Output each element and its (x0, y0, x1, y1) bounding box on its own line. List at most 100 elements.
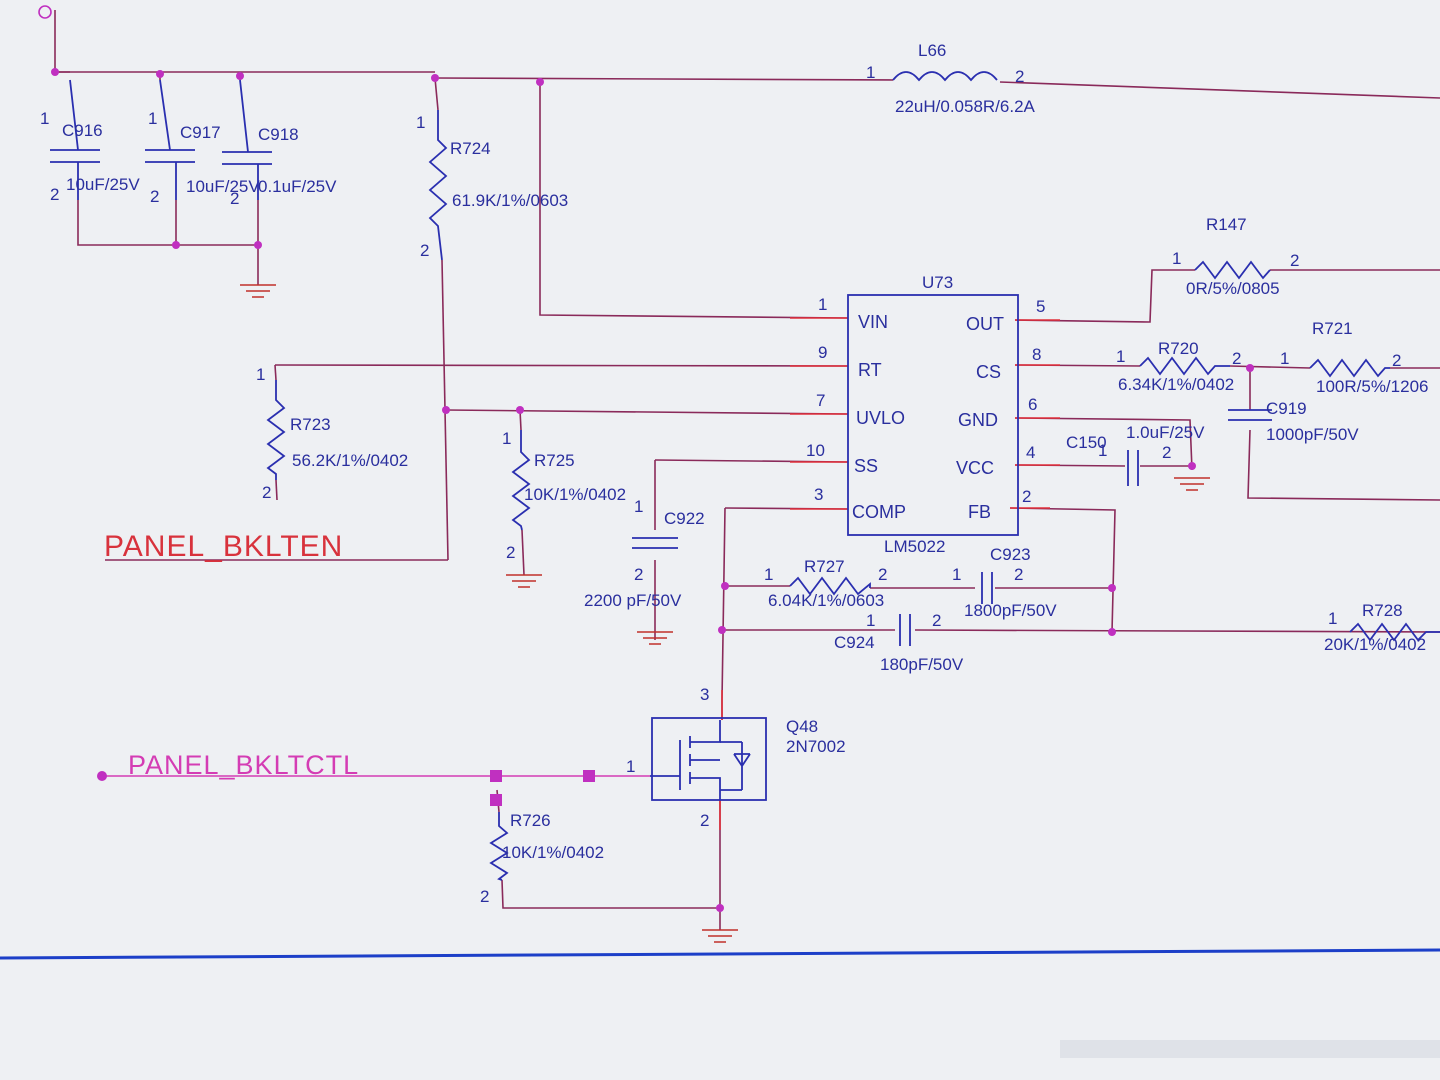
ic-pin-num-vin: 1 (818, 295, 827, 314)
c923-ref: C923 (990, 545, 1031, 564)
r724-pin1: 1 (416, 113, 425, 132)
ic-pin-name-ss: SS (854, 456, 878, 476)
resistor-R727[interactable]: R727 1 2 6.04K/1%/0603 (764, 557, 887, 610)
ic-pin-num-fb: 2 (1022, 487, 1031, 506)
ic-pin-num-out: 5 (1036, 297, 1045, 316)
r721-ref: R721 (1312, 319, 1353, 338)
r721-pin1: 1 (1280, 349, 1289, 368)
c924-ref: C924 (834, 633, 875, 652)
c916-pin2: 2 (50, 185, 59, 204)
c150-value: 1.0uF/25V (1126, 423, 1205, 442)
ic-U73[interactable]: U73 LM5022 1 VIN 9 RT 7 UVLO 10 SS 3 COM… (806, 273, 1045, 556)
r727-pin1: 1 (764, 565, 773, 584)
capacitor-C916[interactable]: C916 1 2 10uF/25V (40, 79, 140, 204)
resistor-R723[interactable]: R723 1 2 56.2K/1%/0402 (256, 365, 408, 502)
c919-value: 1000pF/50V (1266, 425, 1359, 444)
wires (54, 10, 1440, 930)
ic-pin-name-gnd: GND (958, 410, 998, 430)
r721-value: 100R/5%/1206 (1316, 377, 1428, 396)
status-strip (1060, 1040, 1440, 1058)
ic-pin-name-vcc: VCC (956, 458, 994, 478)
c916-pin1: 1 (40, 109, 49, 128)
q48-pin2: 2 (700, 811, 709, 830)
ic-pin-num-vcc: 4 (1026, 443, 1035, 462)
c150-ref: C150 (1066, 433, 1107, 452)
ic-pin-num-rt: 9 (818, 343, 827, 362)
r147-ref: R147 (1206, 215, 1247, 234)
c922-pin1: 1 (634, 497, 643, 516)
c924-pin1: 1 (866, 611, 875, 630)
q48-pin1: 1 (626, 757, 635, 776)
ic-pin-num-comp: 3 (814, 485, 823, 504)
resistor-R725[interactable]: R725 1 2 10K/1%/0402 (502, 429, 626, 562)
r721-pin2: 2 (1392, 351, 1401, 370)
c923-value: 1800pF/50V (964, 601, 1057, 620)
net-label-panel-bkltctl: PANEL_BKLTCTL (128, 750, 359, 780)
ic-pin-name-rt: RT (858, 360, 882, 380)
r720-pin2: 2 (1232, 349, 1241, 368)
capacitor-C919[interactable]: C919 1000pF/50V (1228, 399, 1359, 444)
mosfet-Q48[interactable]: Q48 2N7002 1 2 3 (626, 685, 846, 830)
q48-value: 2N7002 (786, 737, 846, 756)
c923-pin1: 1 (952, 565, 961, 584)
l66-pin2: 2 (1015, 67, 1024, 86)
r728-value: 20K/1%/0402 (1324, 635, 1426, 654)
r725-pin1: 1 (502, 429, 511, 448)
c916-value: 10uF/25V (66, 175, 140, 194)
resistor-R724[interactable]: R724 1 2 61.9K/1%/0603 (416, 110, 568, 261)
capacitor-C150[interactable]: C150 1 2 1.0uF/25V (1066, 423, 1205, 486)
c916-ref: C916 (62, 121, 103, 140)
ground-icon (506, 574, 542, 588)
r726-ref: R726 (510, 811, 551, 830)
resistor-R728[interactable]: R728 1 20K/1%/0402 (1324, 601, 1440, 654)
r726-value: 10K/1%/0402 (502, 843, 604, 862)
sheet-border-line (0, 948, 1440, 960)
ground-icon (702, 929, 738, 943)
ic-pin-num-ss: 10 (806, 441, 825, 460)
r728-ref: R728 (1362, 601, 1403, 620)
inductor-L66[interactable]: L66 1 2 22uH/0.058R/6.2A (866, 41, 1036, 116)
c918-ref: C918 (258, 125, 299, 144)
ic-pin-name-uvlo: UVLO (856, 408, 905, 428)
q48-pin3: 3 (700, 685, 709, 704)
l66-pin1: 1 (866, 63, 875, 82)
junctions (38, 5, 1254, 912)
r727-ref: R727 (804, 557, 845, 576)
ic-pin-num-gnd: 6 (1028, 395, 1037, 414)
resistor-R720[interactable]: R720 1 2 6.34K/1%/0402 (1116, 339, 1241, 394)
capacitor-C917[interactable]: C917 1 2 10uF/25V (145, 79, 260, 206)
r725-pin2: 2 (506, 543, 515, 562)
r720-ref: R720 (1158, 339, 1199, 358)
ic-pin-num-cs: 8 (1032, 345, 1041, 364)
ic-pin-name-out: OUT (966, 314, 1004, 334)
ground-icon (1174, 477, 1210, 491)
r724-ref: R724 (450, 139, 491, 158)
c150-pin1: 1 (1098, 441, 1107, 460)
capacitor-C923[interactable]: C923 1 2 1800pF/50V (952, 545, 1057, 620)
ground-icon (637, 631, 673, 645)
c917-value: 10uF/25V (186, 177, 260, 196)
capacitor-C922[interactable]: C922 1 2 2200 pF/50V (584, 497, 705, 610)
c150-pin2: 2 (1162, 443, 1171, 462)
ic-pin-num-uvlo: 7 (816, 391, 825, 410)
ground-symbols (240, 284, 1210, 943)
capacitor-C924[interactable]: C924 1 2 180pF/50V (834, 611, 964, 674)
c922-ref: C922 (664, 509, 705, 528)
ic-pin-name-fb: FB (968, 502, 991, 522)
r724-value: 61.9K/1%/0603 (452, 191, 568, 210)
r726-pin2: 2 (480, 887, 489, 906)
r725-ref: R725 (534, 451, 575, 470)
c917-pin2: 2 (150, 187, 159, 206)
resistor-R147[interactable]: R147 1 2 0R/5%/0805 (1172, 215, 1299, 298)
q48-ref: Q48 (786, 717, 818, 736)
resistor-R726[interactable]: R726 2 10K/1%/0402 (480, 811, 604, 906)
resistor-R721[interactable]: R721 1 2 100R/5%/1206 (1280, 319, 1428, 396)
c918-value: 0.1uF/25V (258, 177, 337, 196)
capacitor-C918[interactable]: C918 2 0.1uF/25V (222, 79, 337, 208)
r724-pin2: 2 (420, 241, 429, 260)
l66-ref: L66 (918, 41, 946, 60)
r728-pin1: 1 (1328, 609, 1337, 628)
c919-ref: C919 (1266, 399, 1307, 418)
r147-pin1: 1 (1172, 249, 1181, 268)
